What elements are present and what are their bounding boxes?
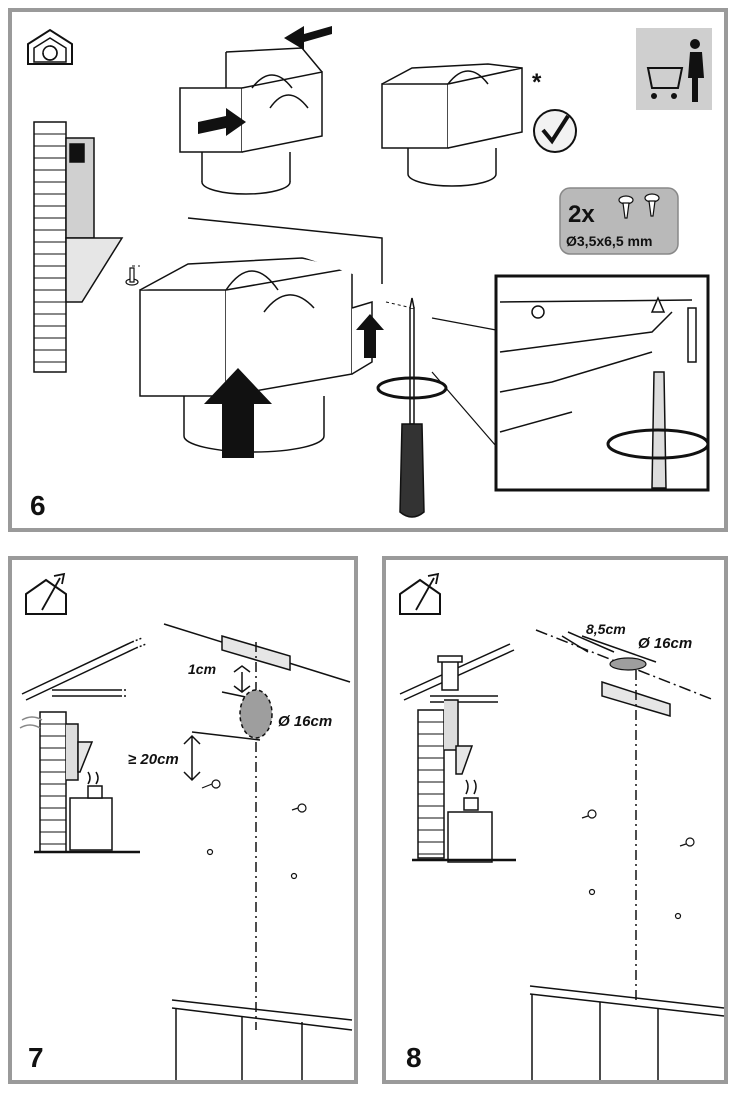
step-6-panel: * 2x Ø3,5x6,5 mm bbox=[8, 8, 728, 532]
wall-screws bbox=[581, 809, 695, 920]
wall-with-hood-drawing bbox=[33, 121, 124, 373]
screw-badge: 2x Ø3,5x6,5 mm bbox=[559, 187, 679, 255]
step-number: 7 bbox=[28, 1042, 44, 1073]
checkmark-icon bbox=[533, 109, 577, 153]
wall-screws bbox=[201, 779, 307, 880]
diameter-label: Ø 16cm bbox=[278, 713, 332, 730]
asterisk-mark: * bbox=[532, 69, 542, 96]
screw-icon bbox=[618, 193, 660, 219]
ceiling-wall-drawing bbox=[529, 629, 725, 1080]
recirculation-house-icon bbox=[27, 28, 73, 65]
step-8-panel: 8,5cm Ø 16cm 8 bbox=[382, 556, 728, 1084]
duct-hole bbox=[239, 689, 273, 739]
duct-adapter-exploded bbox=[179, 47, 323, 195]
push-arrows bbox=[198, 26, 332, 136]
step-8-illustration: 8,5cm Ø 16cm bbox=[399, 572, 725, 1080]
zoom-detail bbox=[494, 274, 710, 492]
screw-quantity: 2x bbox=[568, 201, 595, 228]
diameter-label: Ø 16cm bbox=[638, 635, 692, 652]
shopping-trolley-icon bbox=[636, 28, 712, 110]
house-cross-section bbox=[399, 643, 516, 863]
rotate-arrow-icon bbox=[606, 428, 710, 460]
duct-adapter-assembled bbox=[381, 63, 523, 187]
extraction-house-icon bbox=[399, 572, 441, 615]
min-distance-label: ≥ 20cm bbox=[128, 751, 179, 768]
step-7-panel: 1cm Ø 16cm ≥ 20cm 7 bbox=[8, 556, 358, 1084]
screwdriver-icon bbox=[399, 297, 425, 518]
step-number: 6 bbox=[30, 490, 46, 521]
up-arrows bbox=[204, 314, 384, 458]
step-number: 8 bbox=[406, 1042, 422, 1073]
screw-left bbox=[125, 267, 139, 286]
house-cross-section bbox=[19, 637, 147, 854]
offset-label: 8,5cm bbox=[586, 621, 626, 637]
step-6-illustration: * 2x Ø3,5x6,5 mm bbox=[27, 26, 712, 518]
screw-size: Ø3,5x6,5 mm bbox=[566, 233, 652, 249]
duct-hole bbox=[609, 657, 647, 671]
main-duct-adapter bbox=[139, 217, 383, 453]
step-7-illustration: 1cm Ø 16cm ≥ 20cm bbox=[19, 572, 353, 1080]
extraction-house-icon bbox=[25, 572, 67, 615]
top-distance-label: 1cm bbox=[188, 661, 216, 677]
